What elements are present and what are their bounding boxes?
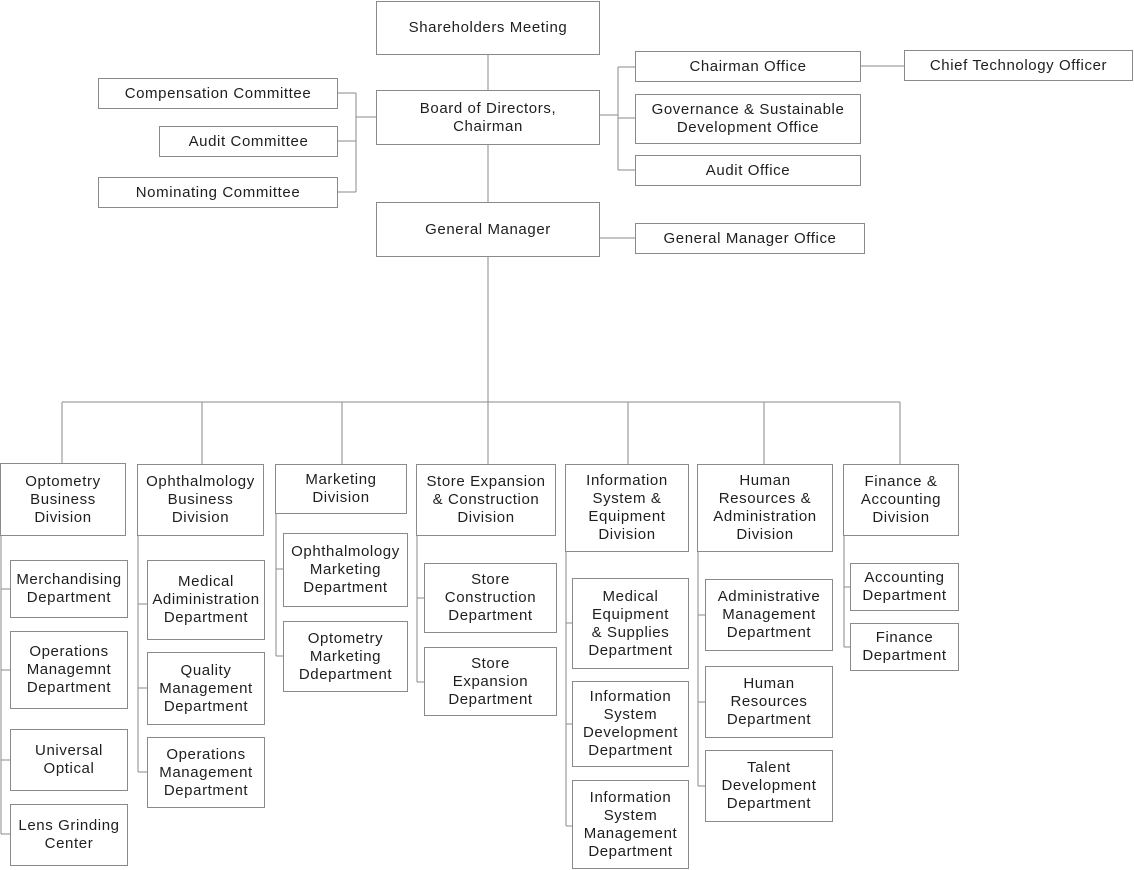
node-is-development-department: Information System Development Departmen… xyxy=(572,681,689,767)
node-governance-office: Governance & Sustainable Development Off… xyxy=(635,94,861,144)
node-medical-equipment-department: Medical Equipment & Supplies Department xyxy=(572,578,689,669)
node-talent-development-department: Talent Development Department xyxy=(705,750,833,822)
node-lens-grinding-center: Lens Grinding Center xyxy=(10,804,128,866)
node-general-manager-office: General Manager Office xyxy=(635,223,865,254)
node-medical-administration-department: Medical Adiministration Department xyxy=(147,560,265,640)
node-shareholders-meeting: Shareholders Meeting xyxy=(376,1,600,55)
node-operations-managemnt-department: Operations Managemnt Department xyxy=(10,631,128,709)
node-administrative-management-department: Administrative Management Department xyxy=(705,579,833,651)
node-store-expansion-department: Store Expansion Department xyxy=(424,647,557,716)
node-nominating-committee: Nominating Committee xyxy=(98,177,338,208)
node-general-manager: General Manager xyxy=(376,202,600,257)
node-store-construction-department: Store Construction Department xyxy=(424,563,557,633)
node-ophthalmology-division: Ophthalmology Business Division xyxy=(137,464,264,536)
node-optometry-division: Optometry Business Division xyxy=(0,463,126,536)
node-audit-committee: Audit Committee xyxy=(159,126,338,157)
node-finance-division: Finance & Accounting Division xyxy=(843,464,959,536)
node-chief-technology-officer: Chief Technology Officer xyxy=(904,50,1133,81)
node-merchandising-department: Merchandising Department xyxy=(10,560,128,618)
node-human-resources-department: Human Resources Department xyxy=(705,666,833,738)
node-compensation-committee: Compensation Committee xyxy=(98,78,338,109)
node-hr-division: Human Resources & Administration Divisio… xyxy=(697,464,833,552)
node-is-management-department: Information System Management Department xyxy=(572,780,689,869)
node-operations-management-department: Operations Management Department xyxy=(147,737,265,808)
node-marketing-division: Marketing Division xyxy=(275,464,407,514)
node-board-of-directors: Board of Directors, Chairman xyxy=(376,90,600,145)
node-is-division: Information System & Equipment Division xyxy=(565,464,689,552)
node-accounting-department: Accounting Department xyxy=(850,563,959,611)
node-optometry-marketing-department: Optometry Marketing Ddepartment xyxy=(283,621,408,692)
node-store-division: Store Expansion & Construction Division xyxy=(416,464,556,536)
node-chairman-office: Chairman Office xyxy=(635,51,861,82)
node-ophthalmology-marketing-department: Ophthalmology Marketing Department xyxy=(283,533,408,607)
node-quality-management-department: Quality Management Department xyxy=(147,652,265,725)
node-audit-office: Audit Office xyxy=(635,155,861,186)
node-universal-optical: Universal Optical xyxy=(10,729,128,791)
node-finance-department: Finance Department xyxy=(850,623,959,671)
